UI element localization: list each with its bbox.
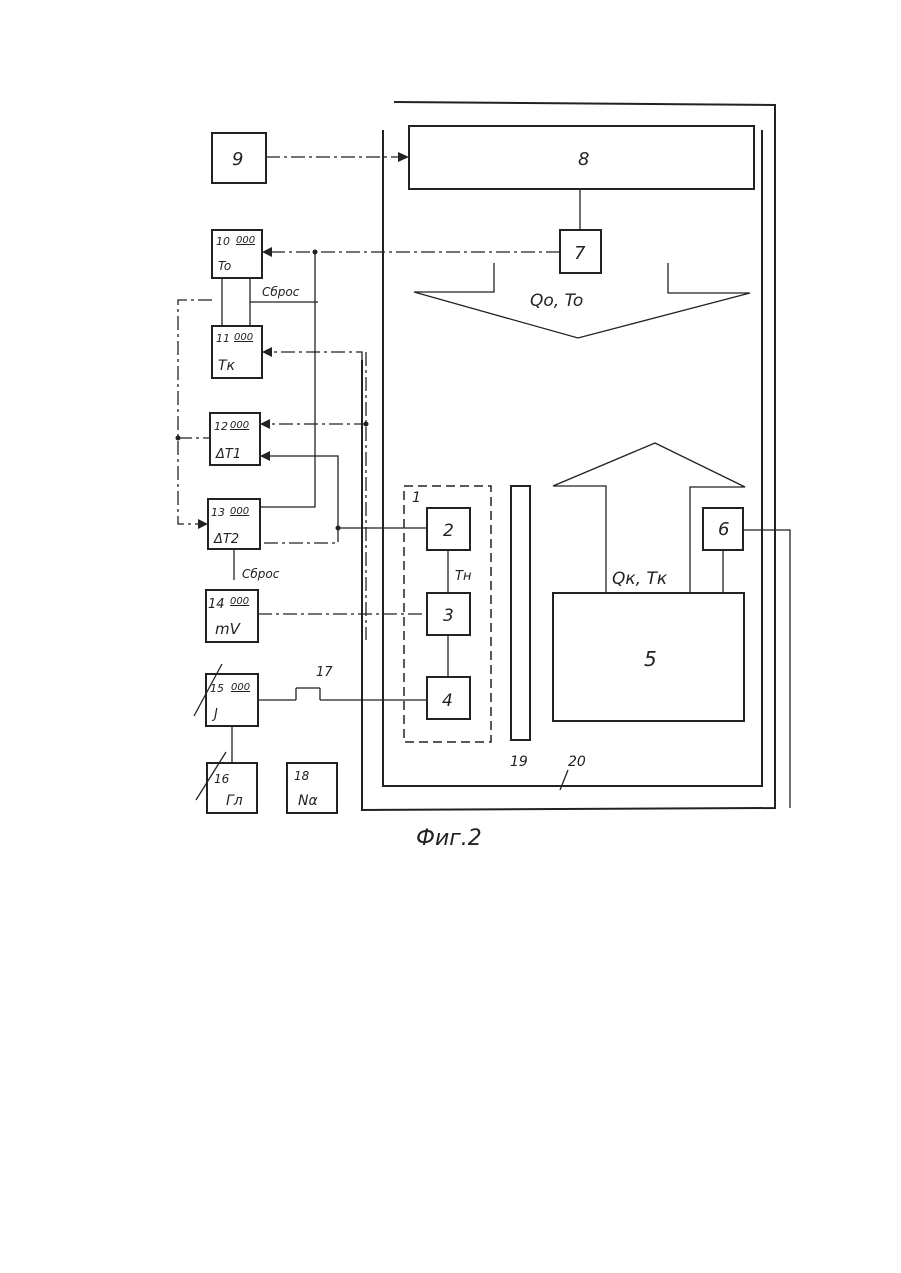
instrument-15: 15 000 J bbox=[194, 664, 258, 726]
line-chamber-to-11 bbox=[270, 352, 362, 360]
block-14-display: 000 bbox=[230, 596, 249, 607]
block-11-number: 11 bbox=[216, 332, 230, 345]
chamber-inner-wall bbox=[383, 130, 762, 786]
block-13-display: 000 bbox=[230, 506, 249, 517]
block-13-number: 13 bbox=[211, 506, 225, 519]
block-14-number: 14 bbox=[208, 597, 225, 612]
block-18-name: Nα bbox=[298, 793, 318, 809]
block-14-name: mV bbox=[215, 620, 242, 638]
arrow-into-12b bbox=[260, 451, 270, 461]
instrument-14: 14 000 mV bbox=[206, 590, 258, 642]
block-15-name: J bbox=[211, 707, 218, 722]
line-12-to-node bbox=[268, 456, 338, 528]
block-12-display: 000 bbox=[230, 420, 249, 431]
block-8-label: 8 bbox=[578, 149, 589, 170]
instrument-12: 12 000 ΔT1 bbox=[210, 413, 260, 465]
arrow-into-10 bbox=[262, 247, 272, 257]
flow-up-label: Qк, Tк bbox=[612, 569, 668, 589]
instrument-10: 10 000 To bbox=[212, 230, 262, 278]
block-10-number: 10 bbox=[216, 235, 230, 248]
block-11-name: Tк bbox=[218, 358, 236, 374]
block-18-number: 18 bbox=[294, 769, 310, 783]
line-6-out bbox=[743, 530, 790, 808]
block-12-number: 12 bbox=[214, 420, 228, 433]
block-4-label: 4 bbox=[442, 691, 453, 711]
figure-caption: Фиг.2 bbox=[416, 826, 482, 851]
block-15-display: 000 bbox=[231, 682, 250, 693]
instrument-16: 16 Гл bbox=[196, 752, 257, 813]
block-7-label: 7 bbox=[574, 243, 586, 264]
block-10-name: To bbox=[218, 259, 231, 273]
block-12-name: ΔT1 bbox=[215, 447, 241, 462]
block-5-label: 5 bbox=[644, 647, 657, 671]
block-1-label: 1 bbox=[412, 490, 421, 506]
reset2-label: Сброс bbox=[242, 567, 280, 581]
block-10-display: 000 bbox=[236, 235, 255, 246]
arrow-into-13-left bbox=[198, 519, 208, 529]
block-13-name: ΔT2 bbox=[213, 532, 239, 547]
block-11-display: 000 bbox=[234, 332, 253, 343]
loop-left bbox=[178, 300, 212, 524]
instrument-13: 13 000 ΔT2 bbox=[208, 499, 260, 549]
arrow-9-to-8 bbox=[398, 152, 409, 162]
instrument-18: 18 Nα bbox=[287, 763, 337, 813]
block-20-label: 20 bbox=[568, 754, 586, 770]
flow-down-label: Qо, To bbox=[530, 291, 583, 311]
block-15-number: 15 bbox=[210, 682, 224, 695]
block-3-label: 3 bbox=[443, 606, 454, 626]
instrument-11: 11 000 Tк bbox=[212, 326, 262, 378]
block-6-label: 6 bbox=[718, 519, 729, 540]
block-19 bbox=[511, 486, 530, 740]
line-13-from-node bbox=[260, 528, 338, 543]
block-16-number: 16 bbox=[214, 772, 230, 786]
block-9-label: 9 bbox=[232, 149, 243, 170]
block-17-label: 17 bbox=[316, 665, 333, 680]
switch-17 bbox=[296, 688, 320, 700]
arrow-into-12 bbox=[260, 419, 270, 429]
block-2-label: 2 bbox=[443, 521, 454, 541]
arrow-into-11 bbox=[262, 347, 272, 357]
reset1-label: Сброс bbox=[262, 285, 300, 299]
block-19-label: 19 bbox=[510, 754, 528, 770]
tn-label: Tн bbox=[455, 569, 472, 584]
chamber-outer-wall bbox=[362, 102, 775, 810]
block-16-name: Гл bbox=[226, 793, 243, 809]
